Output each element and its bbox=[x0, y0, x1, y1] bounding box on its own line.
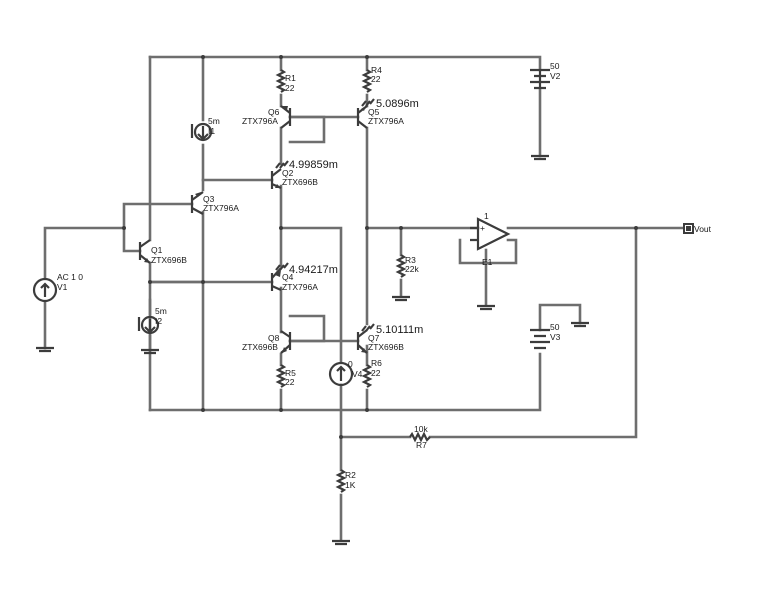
q5-ref: Q5 bbox=[368, 107, 380, 117]
q6-ref: Q6 bbox=[268, 107, 280, 117]
transistor-q7[interactable]: 5.10111m Q7 ZTX696B bbox=[356, 323, 423, 354]
voltage-source-v4[interactable]: 0 V4 bbox=[328, 359, 363, 387]
q8-ref: Q8 bbox=[268, 333, 280, 343]
r2-ref: R2 bbox=[345, 470, 356, 480]
buffer-e1[interactable]: 1 E1 + bbox=[470, 211, 511, 267]
r4-ref: R4 bbox=[371, 65, 382, 75]
voltage-source-v1[interactable]: AC 1 0 V1 bbox=[32, 272, 83, 303]
ground-icon bbox=[571, 321, 589, 328]
resistor-r7[interactable]: 10k R7 bbox=[409, 424, 431, 450]
r5-value: 22 bbox=[285, 377, 295, 387]
resistor-r6[interactable]: R6 22 bbox=[361, 358, 382, 388]
v3-ref: V3 bbox=[550, 332, 561, 342]
q7-model: ZTX696B bbox=[368, 342, 404, 352]
ground-icon bbox=[477, 304, 495, 311]
i2-value: 5m bbox=[155, 306, 167, 316]
r2-value: 1K bbox=[345, 480, 356, 490]
i1-ref: I1 bbox=[208, 126, 215, 136]
q4-model: ZTX796A bbox=[282, 282, 318, 292]
ground-icon bbox=[531, 154, 549, 161]
r3-ref: R3 bbox=[405, 255, 416, 265]
q1-ref: Q1 bbox=[151, 245, 163, 255]
battery-v2[interactable]: 50 V2 bbox=[530, 61, 561, 90]
q8-model: ZTX696B bbox=[242, 342, 278, 352]
ground-icon bbox=[36, 346, 54, 353]
q3-ref: Q3 bbox=[203, 194, 215, 204]
e1-ref: E1 bbox=[482, 257, 493, 267]
q2-ref: Q2 bbox=[282, 168, 294, 178]
current-source-i1[interactable]: 5m I1 bbox=[190, 116, 220, 142]
r6-ref: R6 bbox=[371, 358, 382, 368]
q2-model: ZTX696B bbox=[282, 177, 318, 187]
q2-current-probe: 4.99859m bbox=[289, 159, 338, 171]
transistor-q8[interactable]: Q8 ZTX696B bbox=[242, 330, 292, 354]
resistor-r1[interactable]: R1 22 bbox=[275, 69, 296, 93]
v3-value: 50 bbox=[550, 322, 560, 332]
resistor-r2[interactable]: R2 1K bbox=[335, 469, 356, 493]
e1-gain: 1 bbox=[484, 211, 489, 221]
v4-ref: V4 bbox=[352, 369, 363, 379]
transistor-q6[interactable]: Q6 ZTX796A bbox=[242, 105, 292, 129]
v2-value: 50 bbox=[550, 61, 560, 71]
battery-v3[interactable]: 50 V3 bbox=[530, 322, 561, 350]
resistor-r4[interactable]: R4 22 bbox=[361, 65, 382, 93]
q6-model: ZTX796A bbox=[242, 116, 278, 126]
q7-current-probe: 5.10111m bbox=[376, 324, 423, 336]
r1-value: 22 bbox=[285, 83, 295, 93]
q1-model: ZTX696B bbox=[151, 255, 187, 265]
r7-value: 10k bbox=[414, 424, 428, 434]
wires bbox=[43, 55, 686, 542]
current-source-i2[interactable]: 5m I2 bbox=[137, 306, 167, 335]
junction-dots bbox=[122, 55, 638, 439]
transistor-q4[interactable]: 4.94217m Q4 ZTX796A bbox=[270, 262, 338, 292]
i2-ref: I2 bbox=[155, 316, 162, 326]
i1-value: 5m bbox=[208, 116, 220, 126]
transistor-q2[interactable]: 4.99859m Q2 ZTX696B bbox=[270, 159, 338, 190]
r7-ref: R7 bbox=[416, 440, 427, 450]
q5-model: ZTX796A bbox=[368, 116, 404, 126]
e1-plus-sign: + bbox=[480, 223, 485, 233]
transistor-q3[interactable]: Q3 ZTX796A bbox=[190, 191, 239, 215]
r3-value: 22k bbox=[405, 264, 419, 274]
output-port-vout[interactable]: Vout bbox=[683, 223, 712, 234]
vout-label: Vout bbox=[694, 224, 712, 234]
q3-model: ZTX796A bbox=[203, 203, 239, 213]
resistor-r5[interactable]: R5 22 bbox=[275, 364, 296, 388]
v4-value: 0 bbox=[348, 359, 353, 369]
ground-icon bbox=[332, 539, 350, 546]
ground-icon bbox=[141, 348, 159, 355]
q5-current-probe: 5.0896m bbox=[376, 98, 419, 110]
r5-ref: R5 bbox=[285, 368, 296, 378]
ground-symbols bbox=[36, 154, 589, 546]
r1-ref: R1 bbox=[285, 73, 296, 83]
q7-ref: Q7 bbox=[368, 333, 380, 343]
v1-value: AC 1 0 bbox=[57, 272, 83, 282]
r6-value: 22 bbox=[371, 368, 381, 378]
r4-value: 22 bbox=[371, 74, 381, 84]
v2-ref: V2 bbox=[550, 71, 561, 81]
ground-icon bbox=[392, 295, 410, 302]
transistor-q5[interactable]: 5.0896m Q5 ZTX796A bbox=[356, 98, 419, 129]
transistor-q1[interactable]: Q1 ZTX696B bbox=[138, 239, 187, 265]
resistor-r3[interactable]: R3 22k bbox=[395, 254, 419, 278]
q4-ref: Q4 bbox=[282, 272, 294, 282]
q4-current-probe: 4.94217m bbox=[289, 264, 338, 276]
v1-ref: V1 bbox=[57, 282, 68, 292]
